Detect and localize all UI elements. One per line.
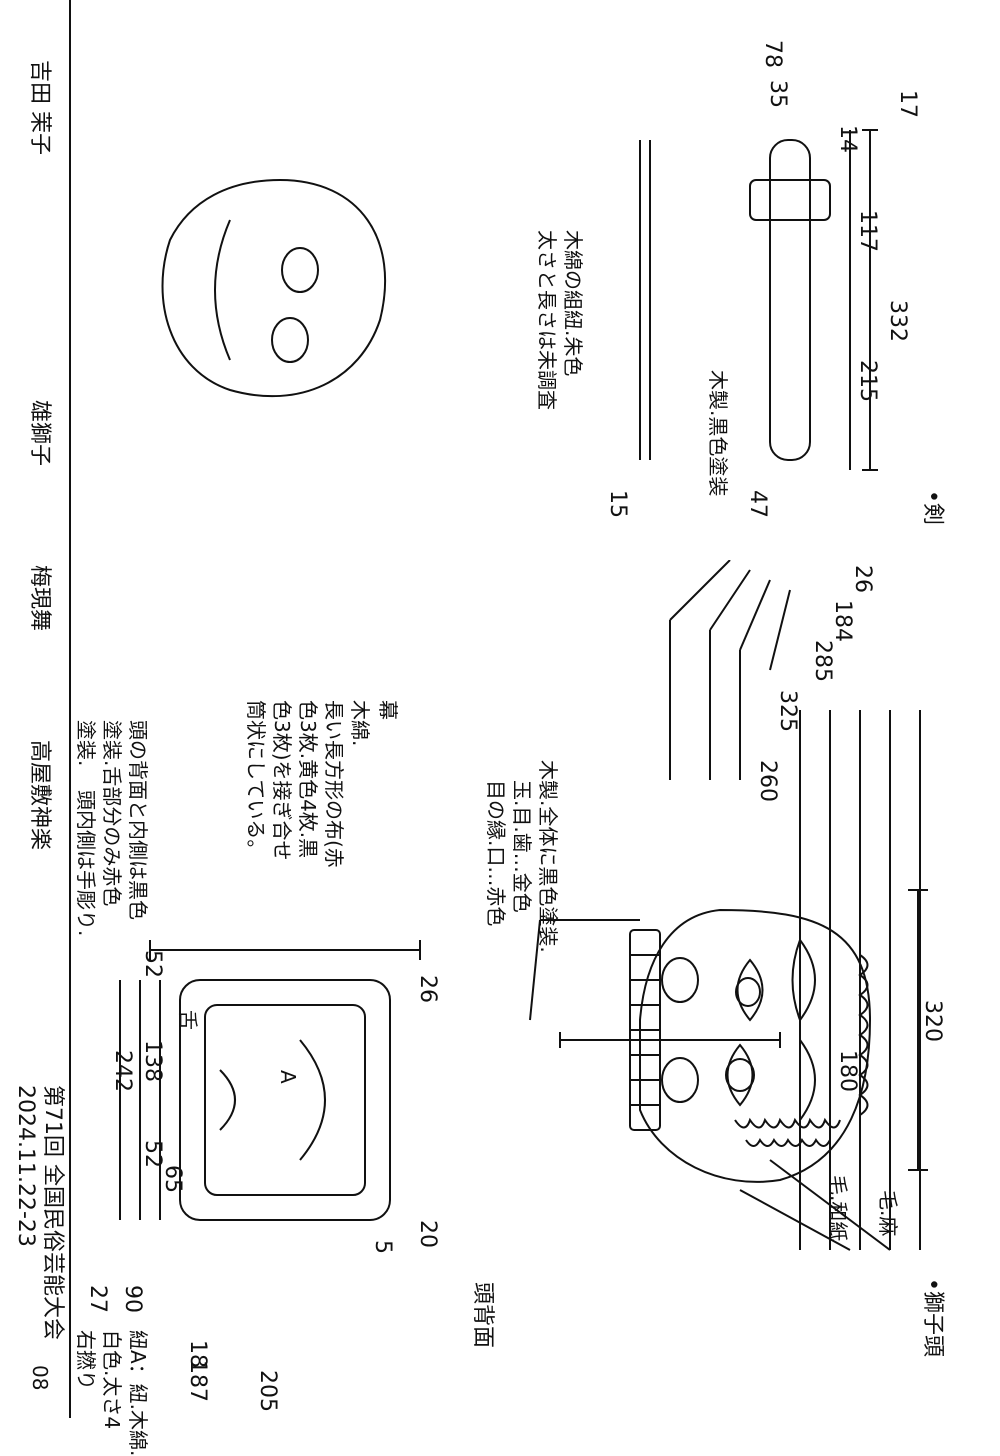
note-himo-a-3: 右撚り bbox=[74, 1330, 98, 1390]
dim-14: 14 bbox=[835, 125, 860, 153]
dim-26b: 26 bbox=[415, 975, 440, 1003]
maku-note-3: 色3枚.黄色4枚.黒 bbox=[296, 700, 320, 859]
sword-cord-note-1: 木綿の組紐.朱色 bbox=[561, 230, 585, 377]
maku-note-1: 木綿. bbox=[348, 700, 372, 747]
dim-138: 138 bbox=[140, 1040, 165, 1082]
sheet-frame bbox=[69, 0, 71, 1418]
rotated-sheet-content: 08 第71回 全国民俗芸能大会 2024.11.22-23 高屋敷神楽 梅現舞… bbox=[13, 0, 945, 1456]
note-himo-a-1: 紐A：紐.木綿. bbox=[126, 1330, 150, 1456]
dim-285: 285 bbox=[810, 640, 835, 682]
note-head-2: 玉.目.歯…金色 bbox=[510, 780, 534, 913]
role-name: 雄獅子 bbox=[27, 400, 52, 467]
label-tongue: 舌 bbox=[176, 1010, 200, 1030]
dim-27: 27 bbox=[85, 1285, 110, 1313]
note-himo-a-2: 白色.太さ4 bbox=[100, 1330, 124, 1430]
maku-note-4: 色3枚)を接ぎ合せ bbox=[270, 700, 294, 861]
event-title: 第71回 全国民俗芸能大会 bbox=[40, 1085, 65, 1340]
dim-117: 117 bbox=[855, 210, 880, 252]
sword-wood-note: 木製.黒色塗装 bbox=[706, 370, 730, 497]
dim-187: 187 bbox=[185, 1360, 210, 1402]
dim-52a: 52 bbox=[140, 1140, 165, 1168]
dim-5: 5 bbox=[370, 1240, 395, 1254]
drawing-sheet: 08 第71回 全国民俗芸能大会 2024.11.22-23 高屋敷神楽 梅現舞… bbox=[13, 0, 945, 1456]
maku-note-5: 筒状にしている。 bbox=[244, 700, 268, 860]
dim-242: 242 bbox=[110, 1050, 135, 1092]
program-name: 梅現舞 bbox=[27, 565, 52, 632]
note-head-1: 木製.全体に黒色塗装. bbox=[536, 760, 560, 953]
dim-20: 20 bbox=[415, 1220, 440, 1248]
note-back-3: 塗装. bbox=[74, 720, 98, 767]
dim-205: 205 bbox=[255, 1370, 280, 1412]
dim-35: 35 bbox=[765, 80, 790, 108]
head-back-drawing bbox=[119, 940, 421, 1221]
dim-90: 90 bbox=[120, 1285, 145, 1313]
dim-47: 47 bbox=[745, 490, 770, 518]
page-number: 08 bbox=[28, 1365, 52, 1391]
dim-332: 332 bbox=[885, 300, 910, 342]
maku-note-2: 長い長方形の布(赤 bbox=[322, 700, 346, 868]
sword-cord-note-2: 太さと長さは未調査 bbox=[535, 230, 559, 410]
performance-name: 高屋敷神楽 bbox=[27, 740, 52, 851]
dim-52b: 52 bbox=[140, 950, 165, 978]
note-head-3: 目の縁.口…赤色 bbox=[484, 780, 508, 927]
note-back-1: 頭の背面と内側は黒色 bbox=[126, 720, 150, 920]
dim-17: 17 bbox=[895, 90, 920, 118]
label-a: A bbox=[276, 1070, 300, 1084]
author-name: 吉田 茉子 bbox=[27, 60, 52, 155]
dim-215: 215 bbox=[855, 360, 880, 402]
dim-15: 15 bbox=[605, 490, 630, 518]
shishigashira-drawing bbox=[529, 889, 928, 1251]
dim-184: 184 bbox=[830, 600, 855, 642]
note-back-2: 塗装.舌部分のみ赤色 bbox=[100, 720, 124, 907]
sword-drawing bbox=[639, 129, 878, 471]
note-back-4: 頭内側は手彫り. bbox=[74, 790, 98, 937]
male-lion-drawing bbox=[161, 178, 387, 398]
dim-78: 78 bbox=[760, 40, 785, 68]
maku-drawing bbox=[799, 710, 921, 1250]
head-depth-dimensions bbox=[669, 560, 791, 780]
dim-65: 65 bbox=[160, 1165, 185, 1193]
dim-26a: 26 bbox=[850, 565, 875, 593]
event-date: 2024.11.22-23 bbox=[13, 1085, 38, 1247]
maku-title: 幕 bbox=[376, 700, 400, 720]
